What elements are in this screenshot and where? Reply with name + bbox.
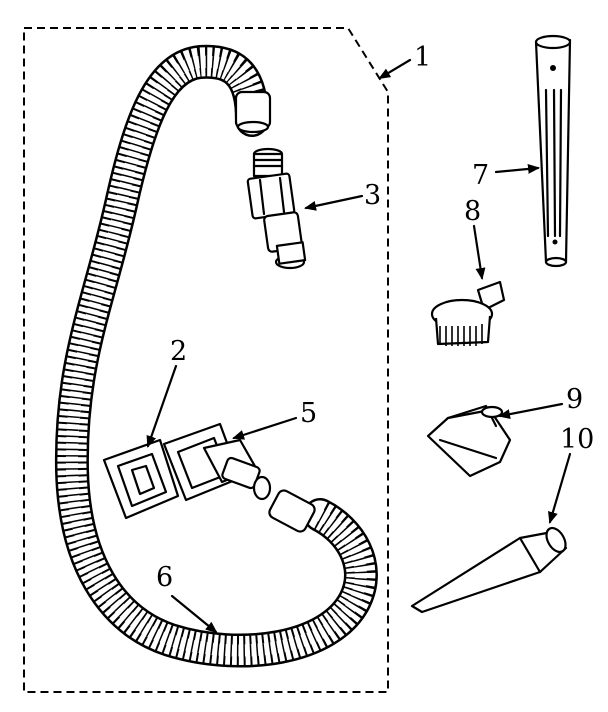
leader-2	[146, 364, 178, 448]
leader-10	[548, 452, 572, 524]
crevice-tool	[410, 526, 568, 614]
hose-end-fitting	[246, 147, 307, 270]
leader-8	[472, 224, 486, 280]
callout-8: 8	[464, 196, 481, 227]
upholstery-tool	[426, 404, 512, 478]
hose-handle-bracket	[102, 438, 180, 520]
callout-arrows	[146, 58, 572, 634]
callout-3: 3	[364, 180, 381, 211]
kit-boundary	[23, 27, 389, 693]
leader-6	[170, 594, 218, 634]
leader-1	[378, 58, 412, 80]
callout-2: 2	[170, 336, 187, 367]
callout-9: 9	[566, 384, 583, 415]
callout-6: 6	[156, 562, 173, 593]
flexible-hose	[54, 44, 378, 668]
dusting-brush	[430, 280, 506, 346]
callout-1: 1	[414, 42, 431, 73]
leader-5	[232, 416, 298, 440]
callout-10: 10	[560, 424, 594, 455]
extension-wand	[534, 34, 572, 268]
hose-swivel-coupling	[162, 422, 272, 502]
callout-5: 5	[300, 398, 317, 429]
leader-7	[494, 163, 540, 174]
callout-7: 7	[472, 160, 489, 191]
leader-3	[304, 194, 364, 211]
leader-9	[498, 402, 564, 420]
